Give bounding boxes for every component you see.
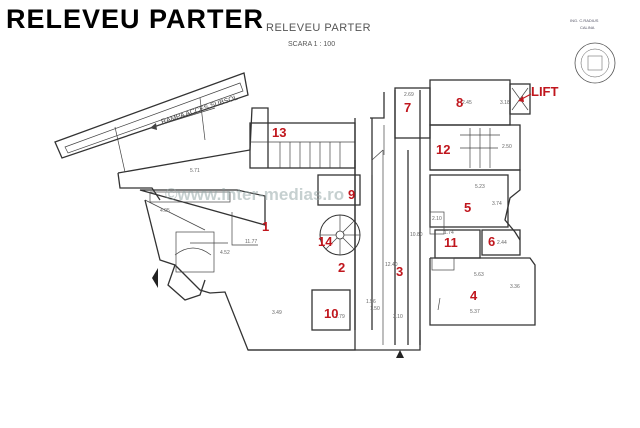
right-block [394,79,536,326]
dim-room4-w: 5.63 [474,272,484,278]
dim-corridor: 10.80 [410,232,423,238]
room-label-2: 2 [338,260,345,275]
dim-room4-h: 3.36 [510,284,520,290]
dim-room5-w: 5.23 [475,184,485,190]
dim-room1-w: 11.77 [245,239,257,245]
room-label-1: 1 [262,219,269,234]
room-label-11: 11 [444,235,458,250]
dim-misc1: 2.79 [335,314,345,320]
dim-room7: 2.69 [404,92,414,98]
room-label-12: 12 [436,142,450,157]
dim-room4-bottom: 5.37 [470,309,480,315]
dim-room5-h: 3.74 [492,201,502,207]
room-label-10: 10 [324,306,338,321]
room-9-outline [317,174,361,206]
lift-label: LIFT [531,84,558,99]
drawing-scale: SCARA 1 : 100 [288,41,336,48]
room-label-13: 13 [272,125,286,140]
entry-marker-icon-2 [152,268,158,288]
dim-room8-h: 3.18 [500,100,510,106]
drawing-title: RELEVEU PARTER [266,22,372,34]
dim-room1-side: 4.52 [220,250,230,256]
page-title: RELEVEU PARTER [6,4,265,34]
dim-room6: 2.44 [497,240,507,246]
dim-misc3: 3.10 [393,314,403,320]
stamp-text-2: CALINA [580,25,595,30]
room-label-4: 4 [470,288,478,303]
dim-room1-left: 4.05 [160,208,170,214]
ramp-access: RAMPA ACCES SUBSOL [54,72,249,173]
dim-room1-top: 5.71 [190,168,200,174]
dim-room3: 12.40 [385,262,398,268]
bottom-wall [248,330,421,351]
left-wing [117,107,356,351]
stamp-seal: ING. C.RADIUS CALINA [570,18,616,84]
dim-room11: 1.74 [444,230,454,236]
dim-misc2: 1.50 [370,306,380,312]
room-label-6: 6 [488,234,495,249]
dim-room1-bottom: 3.49 [272,310,282,316]
watermark: ©www.inter-medias.ro [165,185,344,204]
entry-marker-icon [396,350,404,358]
dim-room2: 1.56 [366,299,376,305]
stamp-text: ING. C.RADIUS [570,18,599,23]
room-label-5: 5 [464,200,471,215]
room-10-outline [311,289,351,331]
room-label-8: 8 [456,95,463,110]
room-label-7: 7 [404,100,411,115]
dim-misc4: 2.10 [432,216,442,222]
room-label-3: 3 [396,264,403,279]
room-label-14: 14 [318,234,333,249]
corridor-3 [354,90,421,345]
stairs-13 [249,122,356,169]
dim-room8: 2.45 [462,100,472,106]
spiral-stair-14 [319,214,361,256]
lift-arrowhead-icon [518,96,524,102]
room-label-9: 9 [348,187,355,202]
dim-room12: 2.50 [502,144,512,150]
